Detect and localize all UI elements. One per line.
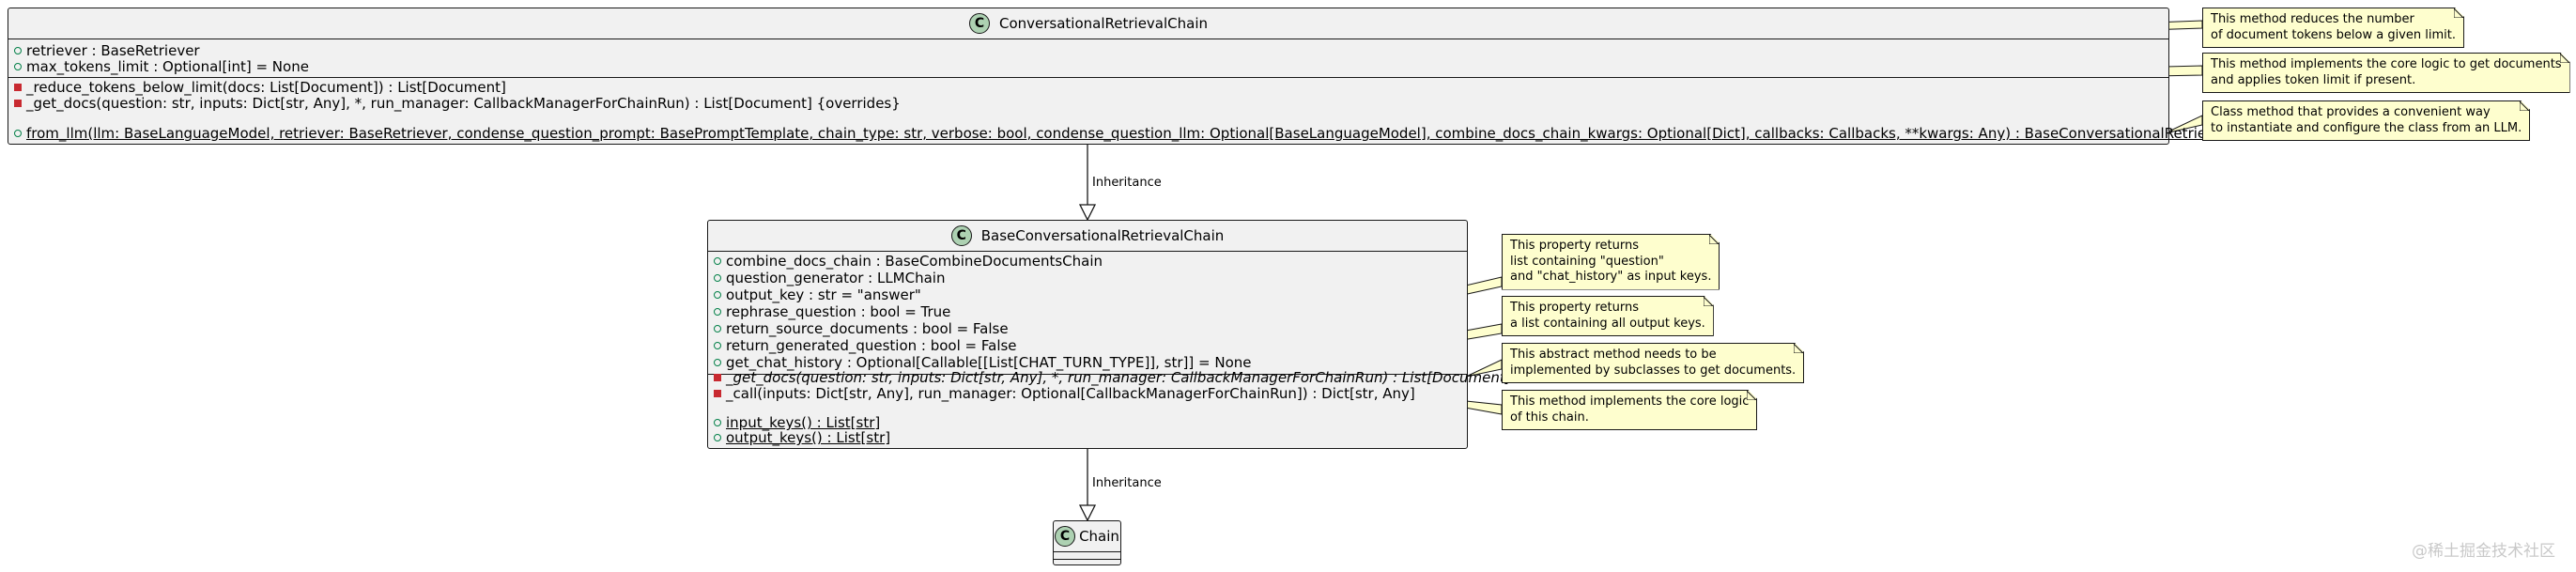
method-text: from_llm(llm: BaseLanguageModel, retriev…: [26, 125, 2268, 142]
field-row: return_generated_question : bool = False: [714, 337, 1017, 354]
method-text: input_keys() : List[str]: [726, 414, 881, 431]
class-chain[interactable]: C Chain: [1053, 520, 1121, 565]
class-base-conversational-retrieval-chain[interactable]: C BaseConversationalRetrievalChain combi…: [707, 220, 1511, 449]
note-text: This method implements the core logic: [1510, 394, 1750, 409]
class-header: C BaseConversationalRetrievalChain: [708, 221, 1467, 251]
class-stereotype-icon: C: [950, 225, 972, 246]
inheritance-arrowhead-1: [1078, 204, 1097, 222]
note-call-impl: This method implements the core logic of…: [1502, 390, 1757, 430]
note-reduce-tokens: This method reduces the number of docume…: [2202, 8, 2464, 48]
inheritance-arrowhead-2: [1078, 504, 1097, 522]
public-visibility-icon: [14, 63, 22, 70]
field-text: combine_docs_chain : BaseCombineDocument…: [726, 253, 1103, 270]
private-visibility-icon: [714, 374, 721, 381]
class-name: BaseConversationalRetrievalChain: [980, 227, 1225, 244]
method-text: _call(inputs: Dict[str, Any], run_manage…: [726, 385, 1415, 402]
method-text: _reduce_tokens_below_limit(docs: List[Do…: [26, 79, 506, 96]
public-visibility-icon: [714, 308, 721, 316]
note-fold-corner: [1747, 391, 1756, 400]
method-row: _get_docs(question: str, inputs: Dict[st…: [14, 95, 901, 112]
field-text: return_generated_question : bool = False: [726, 337, 1017, 354]
divider: [1054, 551, 1120, 552]
method-text: _get_docs(question: str, inputs: Dict[st…: [726, 369, 1511, 386]
watermark: @稀土掘金技术社区: [2412, 542, 2555, 561]
class-name: Chain: [1079, 528, 1119, 545]
note-text: This property returns: [1510, 301, 1640, 315]
field-text: rephrase_question : bool = True: [726, 303, 951, 320]
note-fold-corner: [2520, 101, 2529, 111]
note-fold-corner: [1794, 344, 1803, 353]
note-fold-corner: [1709, 235, 1719, 244]
note-text: This abstract method needs to be: [1510, 348, 1717, 362]
note-output-keys: This property returns a list containing …: [1502, 296, 1714, 336]
note-fold-corner: [2560, 54, 2569, 63]
note-fold-corner: [1704, 297, 1713, 306]
field-row: combine_docs_chain : BaseCombineDocument…: [714, 253, 1103, 270]
field-text: output_key : str = "answer": [726, 286, 921, 303]
public-visibility-icon: [714, 342, 721, 349]
field-row: get_chat_history : Optional[Callable[[Li…: [714, 354, 1252, 371]
field-row: retriever : BaseRetriever: [14, 42, 200, 59]
method-row: input_keys() : List[str]: [714, 414, 880, 431]
private-visibility-icon: [14, 100, 22, 107]
note-text: and "chat_history" as input keys.: [1510, 270, 1712, 284]
note-from-llm: Class method that provides a convenient …: [2202, 100, 2530, 141]
inheritance-label-1: Inheritance: [1092, 176, 1162, 190]
field-text: max_tokens_limit : Optional[int] = None: [26, 58, 309, 75]
method-row: output_keys() : List[str]: [714, 429, 890, 446]
public-visibility-icon: [714, 257, 721, 265]
field-text: get_chat_history : Optional[Callable[[Li…: [726, 354, 1252, 371]
field-row: max_tokens_limit : Optional[int] = None: [14, 58, 309, 75]
note-text: This method reduces the number: [2211, 12, 2414, 26]
public-visibility-icon: [714, 325, 721, 332]
class-header: C Chain: [1054, 521, 1120, 551]
note-fold-corner: [2454, 8, 2463, 18]
note-text: of this chain.: [1510, 410, 1589, 425]
divider: [1054, 559, 1120, 560]
class-header: C ConversationalRetrievalChain: [8, 8, 2168, 39]
field-row: rephrase_question : bool = True: [714, 303, 950, 320]
note-abstract-get-docs: This abstract method needs to be impleme…: [1502, 343, 1804, 383]
note-get-docs-impl: This method implements the core logic to…: [2202, 53, 2570, 93]
method-text: _get_docs(question: str, inputs: Dict[st…: [26, 95, 901, 112]
public-visibility-icon: [714, 434, 721, 441]
field-row: output_key : str = "answer": [714, 286, 921, 303]
note-text: Class method that provides a convenient …: [2211, 105, 2491, 119]
note-text: of document tokens below a given limit.: [2211, 27, 2456, 42]
divider: [8, 77, 2168, 78]
class-conversational-retrieval-chain[interactable]: C ConversationalRetrievalChain retriever…: [8, 8, 2267, 145]
note-text: to instantiate and configure the class f…: [2211, 120, 2522, 135]
public-visibility-icon: [714, 274, 721, 282]
class-name: ConversationalRetrievalChain: [998, 15, 1209, 32]
note-text: This method implements the core logic to…: [2211, 57, 2562, 71]
inheritance-label-2: Inheritance: [1092, 476, 1162, 490]
public-visibility-icon: [714, 359, 721, 366]
note-input-keys: This property returns list containing "q…: [1502, 234, 1720, 290]
method-row: _call(inputs: Dict[str, Any], run_manage…: [714, 385, 1415, 402]
divider: [708, 374, 1467, 375]
class-stereotype-icon: C: [1055, 526, 1076, 547]
private-visibility-icon: [714, 390, 721, 397]
note-text: and applies token limit if present.: [2211, 72, 2416, 87]
public-visibility-icon: [714, 419, 721, 426]
class-stereotype-icon: C: [968, 13, 990, 34]
field-text: return_source_documents : bool = False: [726, 320, 1009, 337]
field-text: retriever : BaseRetriever: [26, 42, 200, 59]
public-visibility-icon: [14, 47, 22, 54]
field-row: return_source_documents : bool = False: [714, 320, 1009, 337]
public-visibility-icon: [714, 291, 721, 299]
note-text: implemented by subclasses to get documen…: [1510, 363, 1797, 378]
method-row: from_llm(llm: BaseLanguageModel, retriev…: [14, 125, 2267, 142]
method-text: output_keys() : List[str]: [726, 429, 891, 446]
field-row: question_generator : LLMChain: [714, 270, 945, 286]
public-visibility-icon: [14, 130, 22, 137]
method-row: _get_docs(question: str, inputs: Dict[st…: [714, 369, 1511, 386]
method-row: _reduce_tokens_below_limit(docs: List[Do…: [14, 79, 506, 96]
private-visibility-icon: [14, 84, 22, 91]
note-text: This property returns: [1510, 239, 1640, 253]
divider: [708, 251, 1467, 252]
field-text: question_generator : LLMChain: [726, 270, 946, 286]
note-text: a list containing all output keys.: [1510, 316, 1705, 331]
note-text: list containing "question": [1510, 254, 1664, 269]
